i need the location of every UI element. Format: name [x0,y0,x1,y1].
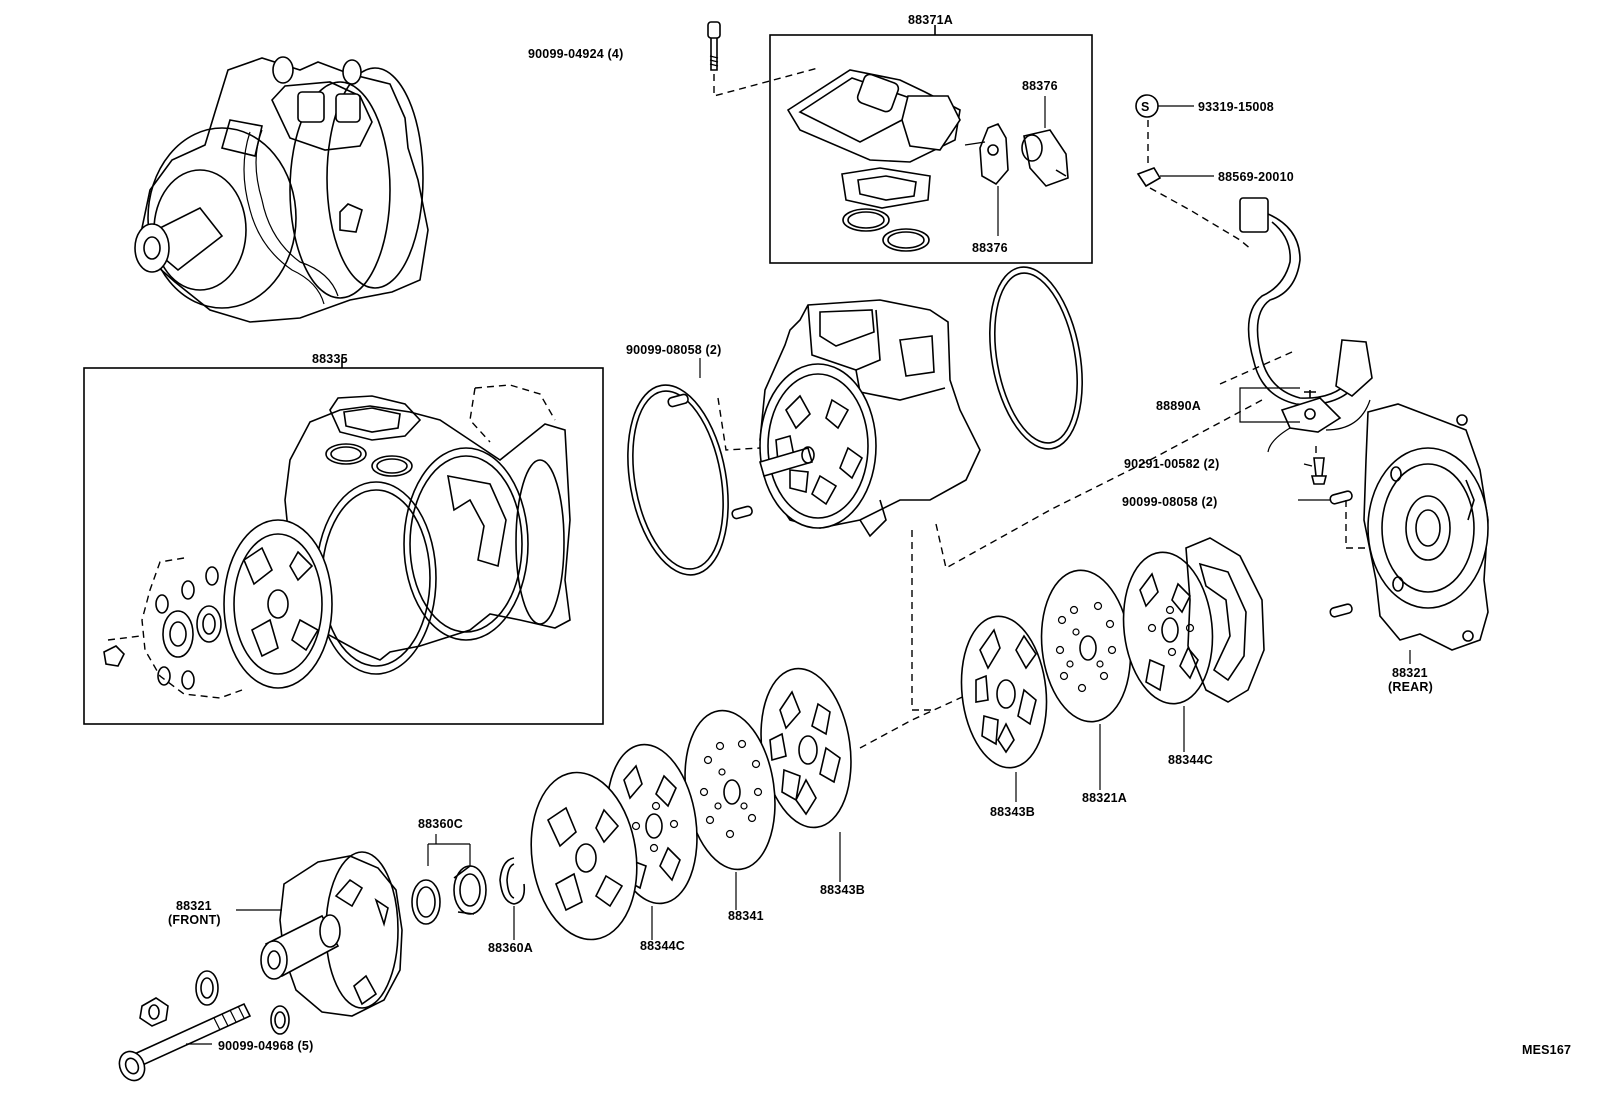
label-clamp: 88569-20010 [1218,170,1294,184]
label-valve-b: 88376 [972,241,1008,255]
label-plate-r2: 88321A [1082,791,1127,805]
label-plate-f2: 88341 [728,909,764,923]
label-rear-head-note: (REAR) [1388,680,1433,694]
o-ring-rear [989,266,1083,450]
label-rear-head: 88321 [1392,666,1428,680]
label-valve-a: 88376 [1022,79,1058,93]
compressor-assembly [134,56,429,323]
label-snap-ring: 88360A [488,941,533,955]
label-screw-sw: 90291-00582 (2) [1124,457,1219,471]
label-plate-f1: 88344C [640,939,685,953]
label-bolt-long: 90099-04968 (5) [218,1039,313,1053]
label-pin-top: 90099-08058 (2) [626,343,721,357]
label-switch: 88890A [1156,399,1201,413]
label-plate-r3: 88344C [1168,753,1213,767]
housing-kit-group [83,358,604,725]
snap-ring [499,857,526,905]
part-labels: 90099-04924 (4) 88371A 88376 88376 S 933… [168,13,1571,1057]
pin-right [1298,490,1353,505]
label-plate-f3: 88343B [820,883,865,897]
sensor-harness [1135,94,1373,453]
rear-head [1329,403,1489,664]
seal-kit [411,834,526,940]
cylinder-block [627,266,1083,576]
label-front-head-note: (FRONT) [168,913,221,927]
housing-kit-frame [83,367,604,725]
label-front-head: 88321 [176,899,212,913]
diagram-code: MES167 [1522,1043,1571,1057]
label-pin-right: 90099-08058 (2) [1122,495,1217,509]
assembly-leaders [859,399,1372,749]
label-bolt-top: 90099-04924 (4) [528,47,623,61]
valve-kit-group [769,25,1093,264]
valve-kit-frame [769,34,1093,264]
front-head [236,851,403,1017]
s-mark: S [1141,100,1150,114]
pin-top [667,358,761,520]
valve-plate-88344c-rear [1122,551,1214,705]
switch-callout [1239,387,1300,423]
shaft-nut [139,997,169,1027]
bolt-top [707,21,819,97]
front-plates [530,667,852,941]
label-valve-kit: 88371A [908,13,953,27]
rear-plates [960,537,1265,769]
label-screw-s: 93319-15008 [1198,100,1274,114]
label-plate-r1: 88343B [990,805,1035,819]
shaft-seal-ring [411,879,441,925]
rear-leaders [1015,706,1185,802]
label-housing-kit: 88335 [312,352,348,366]
valve-plate-88321a [1040,569,1132,723]
front-bearing [195,970,219,1006]
front-small-parts [118,970,290,1082]
label-seal-kit: 88360C [418,817,463,831]
o-ring-front [627,384,729,576]
switch-screw [1303,446,1328,485]
